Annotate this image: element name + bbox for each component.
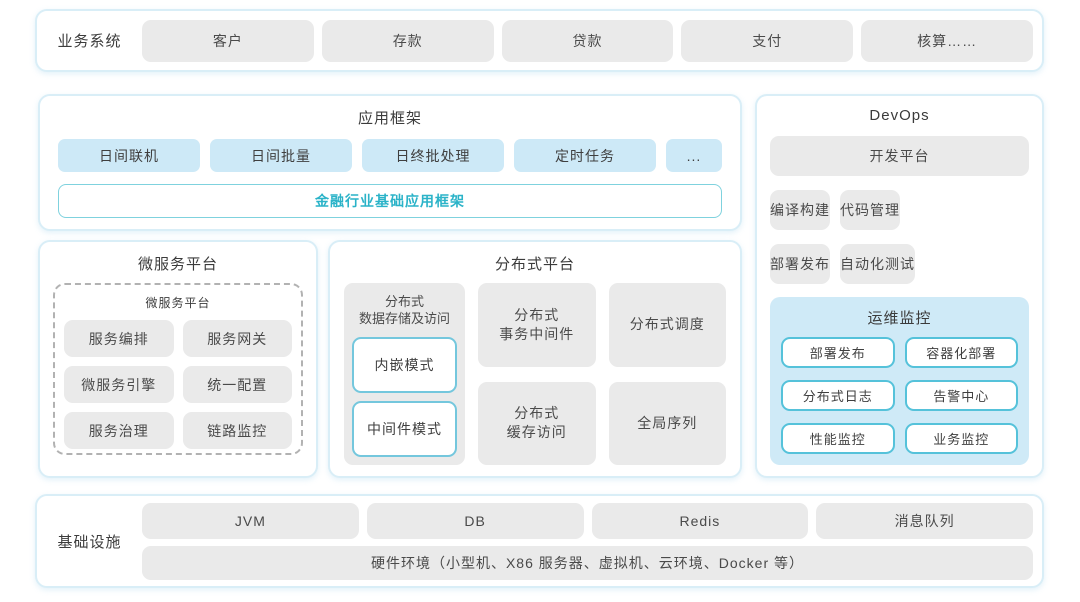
node-payment: 支付 xyxy=(681,19,854,62)
distributed-middle-column: 分布式 事务中间件 分布式 缓存访问 xyxy=(478,283,596,465)
ops-monitor-grid: 部署发布 容器化部署 分布式日志 告警中心 性能监控 业务监控 xyxy=(781,337,1018,454)
node-deploy-release: 部署发布 xyxy=(770,244,830,284)
node-customer: 客户 xyxy=(142,19,314,62)
node-code-mgmt: 代码管理 xyxy=(840,190,900,230)
dist-storage-title: 分布式 数据存储及访问 xyxy=(352,294,457,328)
infrastructure-section: 基础设施 JVM DB Redis 消息队列 硬件环境（小型机、X86 服务器、… xyxy=(35,494,1044,588)
node-service-orchestration: 服务编排 xyxy=(64,320,174,357)
node-scheduled-task: 定时任务 xyxy=(514,139,656,172)
node-service-governance: 服务治理 xyxy=(64,412,174,449)
node-trace-monitor: 链路监控 xyxy=(182,412,292,449)
distributed-right-column: 分布式调度 全局序列 xyxy=(608,283,726,465)
node-db: DB xyxy=(366,502,584,539)
business-items-row: 客户 存款 贷款 支付 核算…… xyxy=(142,19,1033,62)
business-systems-label: 业务系统 xyxy=(57,33,122,50)
node-middleware-mode: 中间件模式 xyxy=(352,400,457,457)
node-microservice-engine: 微服务引擎 xyxy=(64,366,174,403)
node-dev-platform: 开发平台 xyxy=(770,136,1029,176)
node-build: 编译构建 xyxy=(770,190,830,230)
node-daytime-batch: 日间批量 xyxy=(210,139,352,172)
ops-monitor-panel: 运维监控 部署发布 容器化部署 分布式日志 告警中心 性能监控 业务监控 xyxy=(770,297,1029,465)
dist-storage-title-line1: 分布式 xyxy=(384,294,424,309)
node-perf-monitor: 性能监控 xyxy=(781,423,895,454)
dist-storage-title-line2: 数据存储及访问 xyxy=(358,310,450,326)
microservice-grid: 服务编排 服务网关 微服务引擎 统一配置 服务治理 链路监控 xyxy=(64,320,292,449)
app-framework-title: 应用框架 xyxy=(357,110,422,127)
node-biz-monitor: 业务监控 xyxy=(904,423,1018,454)
devops-row-1: 编译构建 代码管理 xyxy=(770,190,1029,230)
node-auto-test: 自动化测试 xyxy=(840,244,915,284)
dist-cache-line1: 分布式 xyxy=(514,405,560,422)
business-systems-section: 业务系统 客户 存款 贷款 支付 核算…… xyxy=(35,9,1044,72)
node-redis: Redis xyxy=(591,502,809,539)
node-ops-deploy-release: 部署发布 xyxy=(781,337,895,368)
node-embedded-mode: 内嵌模式 xyxy=(352,336,457,393)
app-framework-section: 应用框架 日间联机 日间批量 日终批处理 定时任务 ... 金融行业基础应用框架 xyxy=(38,94,742,231)
dist-tx-line1: 分布式 xyxy=(514,306,560,323)
distributed-title: 分布式平台 xyxy=(494,256,575,273)
microservice-dashed-box: 微服务平台 服务编排 服务网关 微服务引擎 统一配置 服务治理 链路监控 xyxy=(53,283,303,455)
devops-title: DevOps xyxy=(869,107,930,124)
node-more-ellipsis: ... xyxy=(666,139,722,172)
infrastructure-body: JVM DB Redis 消息队列 硬件环境（小型机、X86 服务器、虚拟机、云… xyxy=(142,502,1033,580)
node-service-gateway: 服务网关 xyxy=(182,320,292,357)
microservice-inner-title: 微服务平台 xyxy=(145,296,211,310)
microservice-section: 微服务平台 微服务平台 服务编排 服务网关 微服务引擎 统一配置 服务治理 链路… xyxy=(38,240,318,478)
node-dist-storage-access: 分布式 数据存储及访问 内嵌模式 中间件模式 xyxy=(344,283,465,465)
microservice-title: 微服务平台 xyxy=(137,256,218,273)
infrastructure-label: 基础设施 xyxy=(57,533,122,551)
node-unified-config: 统一配置 xyxy=(182,366,292,403)
node-jvm: JVM xyxy=(142,502,359,539)
node-finance-base-framework: 金融行业基础应用框架 xyxy=(58,184,722,218)
node-eod-batch: 日终批处理 xyxy=(362,139,504,172)
node-alert-center: 告警中心 xyxy=(904,380,1018,411)
node-dist-scheduler: 分布式调度 xyxy=(608,283,726,367)
node-accounting: 核算…… xyxy=(861,19,1033,62)
node-dist-cache-access: 分布式 缓存访问 xyxy=(478,381,596,465)
node-deposit: 存款 xyxy=(321,19,494,62)
dist-tx-line2: 事务中间件 xyxy=(499,325,575,342)
node-dist-tx-middleware: 分布式 事务中间件 xyxy=(478,283,596,367)
node-global-sequence: 全局序列 xyxy=(608,381,726,465)
distributed-body: 分布式 数据存储及访问 内嵌模式 中间件模式 分布式 事务中间件 分布式 缓存访… xyxy=(344,283,726,465)
node-container-deploy: 容器化部署 xyxy=(904,337,1018,368)
dist-cache-line2: 缓存访问 xyxy=(506,424,567,441)
distributed-section: 分布式平台 分布式 数据存储及访问 内嵌模式 中间件模式 分布式 事务中间件 分… xyxy=(328,240,742,478)
node-message-queue: 消息队列 xyxy=(816,502,1033,539)
node-loan: 贷款 xyxy=(501,19,674,62)
node-daytime-online: 日间联机 xyxy=(58,139,200,172)
app-framework-row: 日间联机 日间批量 日终批处理 定时任务 ... xyxy=(58,139,722,172)
node-hardware-env: 硬件环境（小型机、X86 服务器、虚拟机、云环境、Docker 等） xyxy=(142,545,1033,580)
node-dist-log: 分布式日志 xyxy=(781,380,895,411)
ops-monitor-title: 运维监控 xyxy=(867,310,932,327)
devops-row-2: 部署发布 自动化测试 xyxy=(770,244,1029,284)
infrastructure-row: JVM DB Redis 消息队列 xyxy=(142,502,1033,539)
devops-section: DevOps 开发平台 编译构建 代码管理 部署发布 自动化测试 运维监控 部署… xyxy=(755,94,1044,478)
